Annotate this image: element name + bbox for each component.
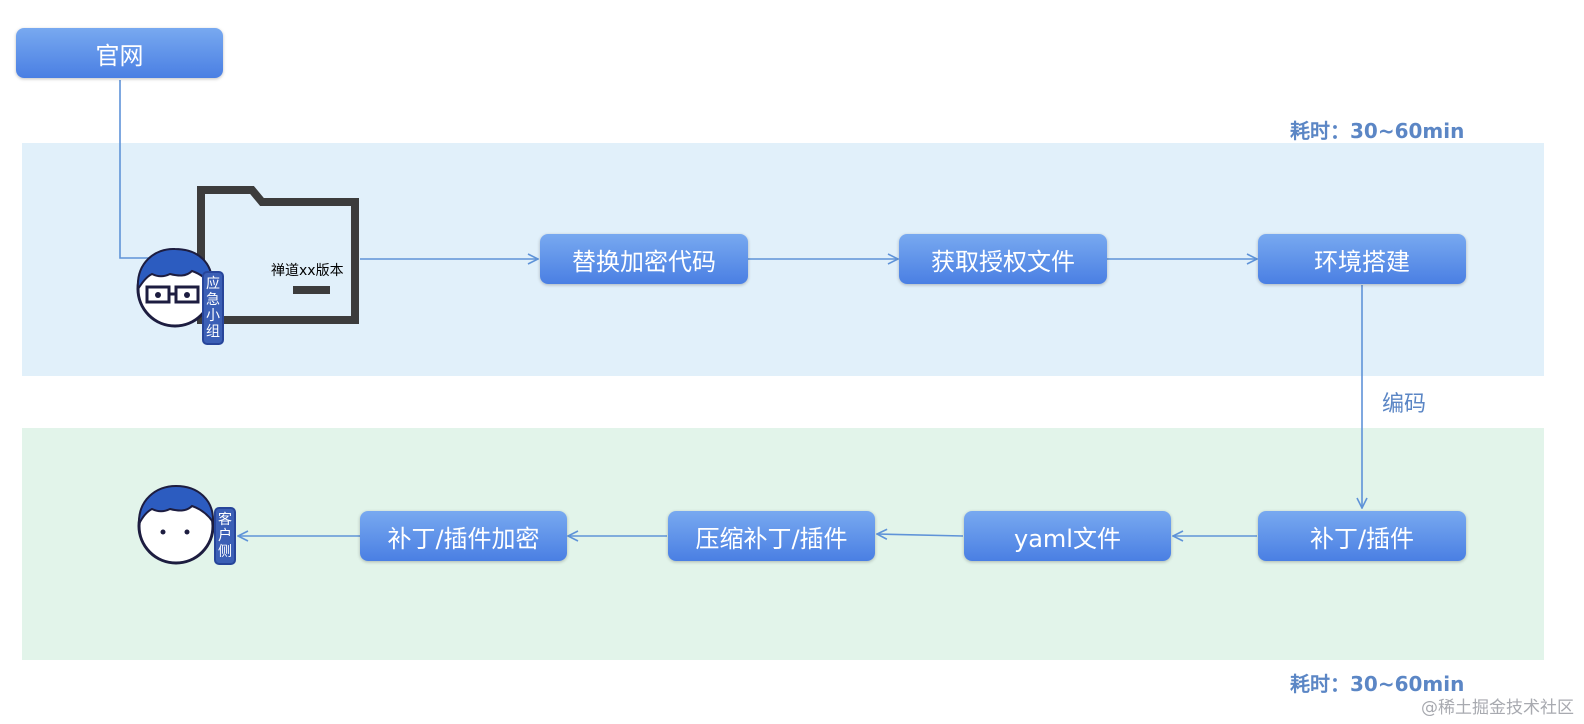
node-encrypt-patch[interactable]: 补丁/插件加密 — [360, 511, 567, 561]
edge-label-encode: 编码 — [1382, 392, 1427, 417]
node-get-license[interactable]: 获取授权文件 — [899, 234, 1107, 284]
watermark: @稀土掘金技术社区 — [1421, 698, 1574, 718]
emergency-team-avatar-icon — [136, 247, 214, 328]
node-official-site[interactable]: 官网 — [16, 28, 223, 78]
time-note-top: 耗时：30~60min — [1290, 119, 1465, 143]
emergency-team-tag: 应急小组 — [202, 271, 224, 345]
folder-icon — [197, 186, 359, 324]
node-replace-encryption[interactable]: 替换加密代码 — [540, 234, 748, 284]
time-note-bottom: 耗时：30~60min — [1290, 672, 1465, 696]
node-env-setup[interactable]: 环境搭建 — [1258, 234, 1466, 284]
node-patch-plugin[interactable]: 补丁/插件 — [1258, 511, 1466, 561]
edge-yaml-to-compress — [877, 534, 964, 536]
folder-label: 禅道xx版本 — [271, 263, 344, 279]
node-compress-patch[interactable]: 压缩补丁/插件 — [668, 511, 875, 561]
customer-avatar-icon — [137, 484, 215, 565]
node-yaml-file[interactable]: yaml文件 — [964, 511, 1171, 561]
edge-official-to-team — [119, 80, 150, 259]
customer-tag: 客户侧 — [214, 507, 236, 565]
